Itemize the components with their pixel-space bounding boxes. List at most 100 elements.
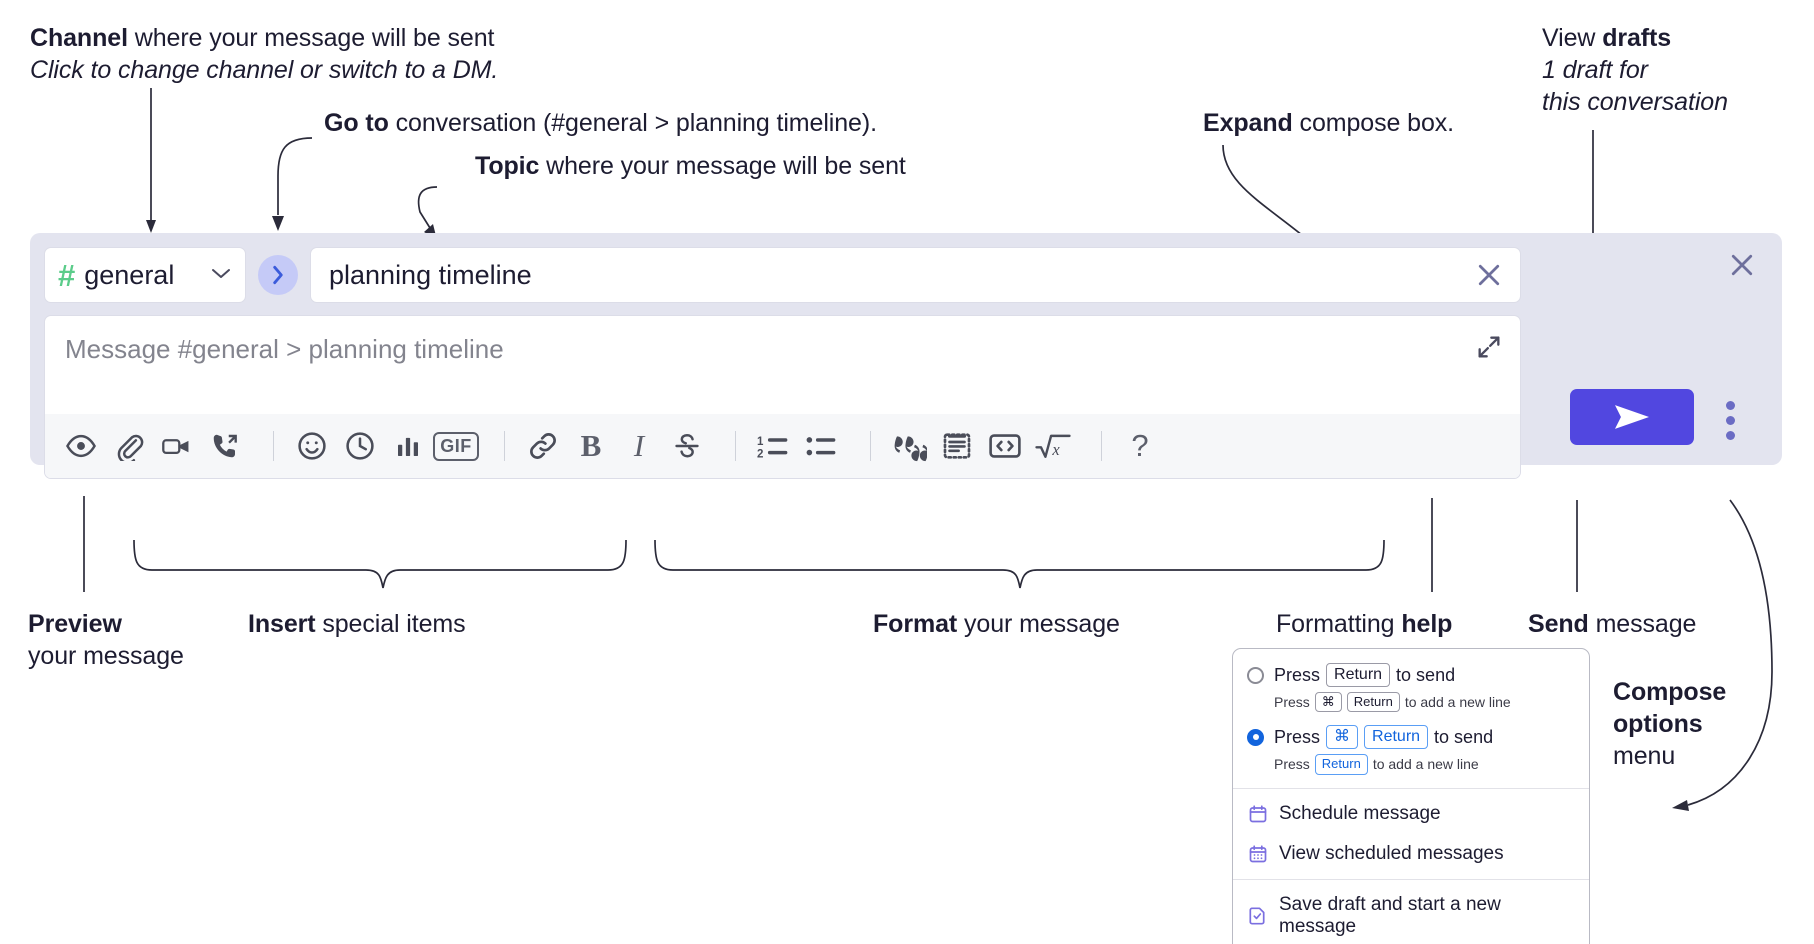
annotation-preview-line2: your message [28,642,184,670]
radio-option-cmd-return-to-send[interactable]: Press ⌘ Return to send [1233,723,1589,751]
radio-option-1-suffix: to send [1396,664,1456,685]
send-button[interactable] [1570,389,1694,445]
annotation-topic-bold: Topic [475,152,540,180]
annotation-channel: Channel where your message will be sent … [30,22,498,86]
annotation-goto: Go to conversation (#general > planning … [324,107,877,139]
calendar-schedule-icon [1247,803,1269,825]
key-return: Return [1326,663,1391,687]
radio-option-2-suffix: to send [1434,726,1494,747]
key-command: ⌘ [1326,725,1359,750]
annotation-insert-rest: special items [315,610,466,638]
annotation-format-bold: Format [873,610,958,638]
vertical-dots-icon [1725,400,1735,410]
annotation-compose-options-l3: menu [1613,742,1676,770]
radio-button-selected[interactable] [1247,728,1264,746]
bold-icon[interactable]: B [567,422,615,470]
italic-label: I [633,428,645,463]
bulleted-list-icon[interactable] [798,422,846,470]
annotation-help-bold: help [1401,610,1453,638]
code-block-icon[interactable] [933,422,981,470]
menu-item-save-draft[interactable]: Save draft and start a new message [1233,885,1589,944]
annotation-goto-rest: conversation (#general > planning timeli… [388,109,877,137]
annotation-drafts-normal: View [1542,24,1603,52]
annotation-channel-bold: Channel [30,24,128,52]
annotation-help: Formatting help [1276,608,1452,640]
annotation-topic-rest: where your message will be sent [539,152,906,180]
message-input[interactable]: Message #general > planning timeline [45,316,1520,414]
message-box: Message #general > planning timeline [44,315,1521,479]
toolbar-separator [1101,431,1102,461]
annotation-compose-options-l2: options [1613,710,1703,738]
annotation-drafts-italic2: this conversation [1542,88,1728,116]
annotation-send-rest: message [1588,610,1697,638]
svg-text:x: x [1051,440,1060,459]
topic-input[interactable]: planning timeline [310,247,1521,303]
key-command: ⌘ [1314,692,1342,713]
radio-option-1-hint: Press ⌘ Return to add a new line [1233,689,1589,715]
annotation-help-normal: Formatting [1276,610,1402,638]
goto-conversation-button[interactable] [258,255,298,295]
topic-value: planning timeline [329,259,532,290]
annotation-preview-bold: Preview [28,610,122,638]
annotation-goto-bold: Go to [324,109,389,137]
annotation-send-bold: Send [1528,610,1589,638]
math-sqrt-icon[interactable]: x [1029,422,1077,470]
annotation-expand-bold: Expand [1203,109,1293,137]
radio-option-return-to-send[interactable]: Press Return to send [1233,661,1589,689]
poll-bars-icon[interactable] [384,422,432,470]
bold-label: B [580,428,602,463]
topic-clear-button[interactable] [1472,258,1506,292]
annotation-expand: Expand compose box. [1203,107,1454,139]
attachment-icon[interactable] [105,422,153,470]
panel-close-button[interactable] [1724,247,1760,283]
radio-option-1-prefix: Press [1274,664,1321,685]
menu-item-view-scheduled-messages[interactable]: View scheduled messages [1233,834,1589,874]
phone-forward-icon[interactable] [201,422,249,470]
compose-panel: Drafts (1) # general [30,233,1782,479]
gif-label: GIF [433,431,479,461]
vertical-dots-icon [1725,430,1735,440]
annotation-channel-rest: where your message will be sent [127,24,495,52]
send-paper-plane-icon [1615,405,1649,429]
annotation-drafts-bold: drafts [1602,24,1672,52]
clock-icon[interactable] [336,422,384,470]
gif-icon[interactable]: GIF [432,422,480,470]
hint-prefix: Press [1274,756,1310,773]
help-question-icon[interactable]: ? [1116,422,1164,470]
inline-code-icon[interactable] [981,422,1029,470]
compose-options-button[interactable] [1716,398,1744,442]
radio-button[interactable] [1247,666,1264,684]
send-shortcut-options: Press Return to send Press ⌘ Return to a… [1233,649,1589,788]
channel-selector[interactable]: # general [44,247,246,303]
menu-item-schedule-message[interactable]: Schedule message [1233,794,1589,834]
annotation-drafts-italic1: 1 draft for [1542,56,1648,84]
preview-icon[interactable] [57,422,105,470]
emoji-smiley-icon[interactable] [288,422,336,470]
svg-text:2: 2 [757,449,763,461]
save-draft-check-icon [1247,905,1269,927]
italic-icon[interactable]: I [615,422,663,470]
menu-item-label: Schedule message [1279,802,1441,824]
key-return: Return [1346,692,1400,713]
blockquote-icon[interactable] [885,422,933,470]
svg-text:1: 1 [757,436,764,448]
menu-divider [1233,787,1589,789]
calendar-grid-icon [1247,843,1269,865]
hash-icon: # [58,257,76,293]
radio-option-2-label: Press ⌘ Return to send [1274,725,1494,750]
annotation-preview: Preview your message [28,608,184,672]
channel-name: general [84,259,175,290]
annotation-compose-options-l1: Compose [1613,678,1727,706]
annotation-drafts: View drafts 1 draft for this conversatio… [1542,22,1728,118]
toolbar-separator [735,431,736,461]
key-return: Return [1364,725,1429,750]
strikethrough-icon[interactable] [663,422,711,470]
link-icon[interactable] [519,422,567,470]
video-camera-icon[interactable] [153,422,201,470]
expand-compose-button[interactable] [1472,330,1506,364]
compose-options-menu: Press Return to send Press ⌘ Return to a… [1232,648,1590,944]
close-icon [1731,254,1753,276]
annotation-compose-options: Compose options menu [1613,676,1726,772]
hint-prefix: Press [1274,694,1310,711]
